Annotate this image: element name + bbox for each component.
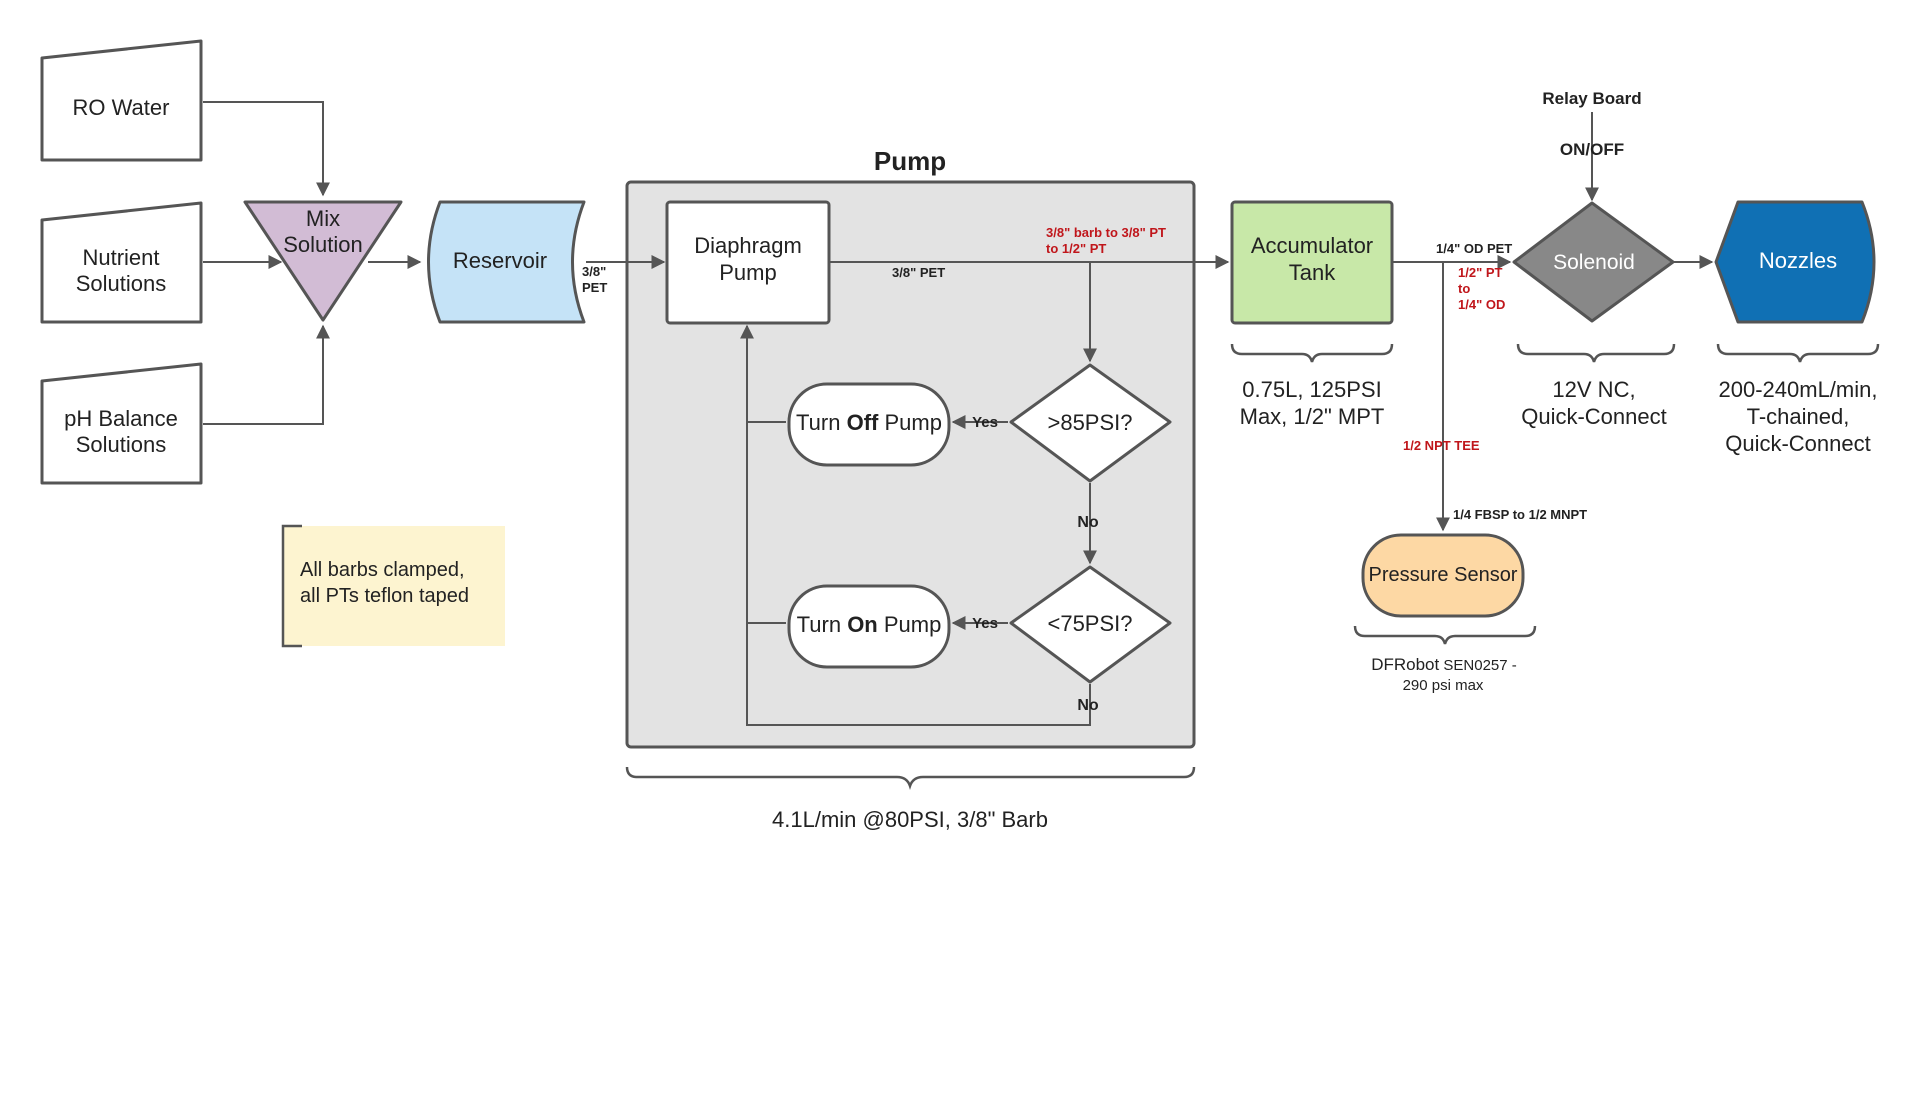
svg-text:200-240mL/min,: 200-240mL/min,: [1719, 377, 1878, 402]
svg-text:Yes: Yes: [972, 615, 998, 632]
edge-lt75-no-loop: [740, 324, 1091, 726]
svg-text:290 psi max: 290 psi max: [1403, 677, 1484, 694]
svg-text:1/2 NPT TEE: 1/2 NPT TEE: [1403, 438, 1480, 453]
svg-text:>85PSI?: >85PSI?: [1047, 410, 1132, 435]
svg-text:Solution: Solution: [283, 232, 363, 257]
accumulator-tank-node: Accumulator Tank: [1230, 200, 1394, 325]
svg-text:Nutrient: Nutrient: [82, 245, 159, 270]
svg-text:Reservoir: Reservoir: [453, 248, 547, 273]
turn-off-pump-node: Turn Off Pump: [787, 382, 951, 467]
svg-text:4.1L/min @80PSI, 3/8" Barb: 4.1L/min @80PSI, 3/8" Barb: [772, 807, 1048, 832]
svg-text:PET: PET: [582, 280, 607, 295]
svg-text:3/8" PET: 3/8" PET: [892, 265, 945, 280]
spec-braces: 4.1L/min @80PSI, 3/8" Barb 0.75L, 125PSI…: [625, 343, 1880, 832]
svg-text:Quick-Connect: Quick-Connect: [1521, 404, 1667, 429]
accumulator-brace: [1230, 343, 1394, 363]
edge-ph-to-mix: [203, 324, 330, 425]
diaphragm-pump-node: Diaphragm Pump: [665, 200, 831, 325]
svg-text:1/4" OD: 1/4" OD: [1458, 297, 1505, 312]
svg-text:No: No: [1077, 697, 1099, 714]
svg-text:RO Water: RO Water: [73, 95, 170, 120]
svg-text:Pump: Pump: [719, 260, 776, 285]
edge-labels: 3/8" PET 3/8" PET 3/8" barb to 3/8" PT t…: [582, 140, 1624, 714]
svg-text:3/8": 3/8": [582, 264, 606, 279]
svg-text:Solutions: Solutions: [76, 432, 167, 457]
svg-text:Accumulator: Accumulator: [1251, 233, 1373, 258]
svg-text:Solenoid: Solenoid: [1553, 251, 1635, 274]
solenoid-node: Solenoid: [1512, 201, 1675, 323]
mix-solution-node: Mix Solution: [243, 200, 403, 322]
svg-text:to: to: [1458, 281, 1470, 296]
svg-text:T-chained,: T-chained,: [1747, 404, 1850, 429]
svg-text:Solutions: Solutions: [76, 271, 167, 296]
svg-text:Nozzles: Nozzles: [1759, 248, 1837, 273]
ro-water-node: RO Water: [40, 39, 203, 162]
on-off-label: ON/OFF: [1560, 140, 1624, 159]
reservoir-node: Reservoir: [427, 200, 586, 324]
nozzles-node: Nozzles: [1714, 200, 1876, 324]
sensor-brace: [1353, 625, 1537, 645]
svg-text:to 1/2" PT: to 1/2" PT: [1046, 241, 1106, 256]
pump-brace: [625, 766, 1196, 790]
svg-text:pH Balance: pH Balance: [64, 406, 178, 431]
svg-text:3/8" barb to 3/8" PT: 3/8" barb to 3/8" PT: [1046, 225, 1166, 240]
svg-text:<75PSI?: <75PSI?: [1047, 611, 1132, 636]
edge-ro-to-mix: [203, 101, 330, 197]
svg-text:12V NC,: 12V NC,: [1552, 377, 1635, 402]
svg-text:1/2" PT: 1/2" PT: [1458, 265, 1503, 280]
svg-text:1/4 FBSP to 1/2 MNPT: 1/4 FBSP to 1/2 MNPT: [1453, 507, 1587, 522]
ph-balance-node: pH Balance Solutions: [40, 362, 203, 485]
svg-text:All barbs clamped,: All barbs clamped,: [300, 559, 465, 581]
pressure-sensor-node: Pressure Sensor: [1361, 533, 1525, 618]
svg-text:Max, 1/2" MPT: Max, 1/2" MPT: [1240, 404, 1385, 429]
relay-board-label: Relay Board: [1542, 89, 1641, 108]
edges: [203, 101, 1714, 726]
svg-text:Quick-Connect: Quick-Connect: [1725, 431, 1871, 456]
svg-text:Mix: Mix: [306, 206, 340, 231]
pump-group-title: Pump: [874, 146, 946, 176]
svg-text:0.75L, 125PSI: 0.75L, 125PSI: [1242, 377, 1381, 402]
nozzles-brace: [1716, 343, 1880, 363]
solenoid-brace: [1516, 343, 1676, 363]
lt75-decision-node: <75PSI?: [1009, 565, 1172, 684]
svg-text:No: No: [1077, 514, 1099, 531]
gt85-decision-node: >85PSI?: [1009, 363, 1172, 483]
svg-text:Pressure Sensor: Pressure Sensor: [1369, 564, 1518, 586]
svg-text:Yes: Yes: [972, 414, 998, 431]
nutrient-solutions-node: Nutrient Solutions: [40, 201, 203, 324]
svg-text:Diaphragm: Diaphragm: [694, 233, 802, 258]
svg-text:Turn Off Pump: Turn Off Pump: [796, 410, 942, 435]
svg-text:DFRobot SEN0257 -: DFRobot SEN0257 -: [1371, 655, 1517, 674]
svg-text:Turn On Pump: Turn On Pump: [797, 612, 942, 637]
svg-text:1/4" OD PET: 1/4" OD PET: [1436, 241, 1512, 256]
svg-text:Tank: Tank: [1289, 260, 1336, 285]
turn-on-pump-node: Turn On Pump: [787, 584, 951, 669]
svg-text:all PTs teflon taped: all PTs teflon taped: [300, 585, 469, 607]
note-box: All barbs clamped, all PTs teflon taped: [281, 524, 505, 648]
